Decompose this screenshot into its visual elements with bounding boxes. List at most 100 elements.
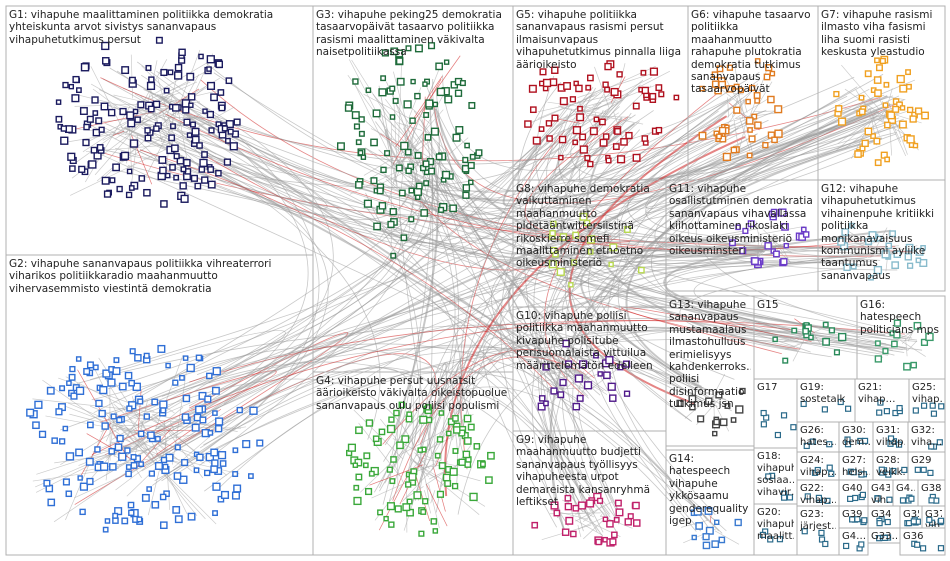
node-g1 [109, 110, 115, 116]
node-g2 [196, 406, 203, 413]
group-box-g26 [797, 422, 839, 452]
node-g4 [407, 499, 411, 503]
node-g7 [907, 85, 911, 89]
node-g39 [855, 517, 860, 522]
node-g3 [463, 192, 469, 198]
node-g5 [533, 137, 540, 144]
node-g3 [424, 181, 429, 186]
node-g1 [164, 88, 168, 92]
node-g23 [802, 529, 807, 534]
node-g3 [371, 139, 377, 145]
node-g3 [393, 99, 398, 104]
node-g6 [775, 130, 782, 137]
node-g1 [77, 88, 81, 92]
node-g2 [84, 369, 90, 375]
node-g9 [634, 520, 640, 526]
node-g9 [565, 504, 571, 510]
node-g2 [120, 383, 126, 389]
node-g5 [642, 136, 647, 141]
node-g8 [585, 220, 590, 225]
node-g11 [779, 209, 786, 216]
node-g1 [117, 187, 122, 192]
node-g37 [939, 518, 944, 523]
node-g1 [159, 157, 166, 164]
node-g2 [67, 381, 71, 385]
node-g4 [486, 477, 492, 483]
node-g1 [146, 66, 151, 71]
node-g25 [930, 403, 935, 408]
node-g2 [99, 411, 105, 417]
node-g9 [563, 529, 569, 535]
node-g14 [715, 520, 719, 524]
node-g3 [429, 43, 435, 49]
node-g40 [848, 496, 853, 501]
node-g3 [426, 100, 433, 107]
node-g2 [88, 422, 93, 427]
node-g3 [346, 105, 352, 111]
node-g7 [901, 106, 905, 110]
node-g6 [713, 81, 719, 87]
node-g7 [913, 144, 917, 148]
node-g1 [171, 124, 175, 128]
node-g2 [180, 376, 184, 380]
node-g4 [409, 474, 416, 481]
node-g4 [421, 510, 426, 515]
node-g13 [689, 396, 695, 402]
node-g4 [354, 486, 358, 490]
node-g25 [913, 408, 918, 413]
node-g7 [877, 65, 883, 71]
node-g2 [158, 346, 165, 353]
node-g7 [900, 85, 907, 92]
node-g4 [364, 463, 368, 467]
node-g9 [551, 502, 558, 509]
node-g5 [651, 68, 658, 75]
group-box-g27 [839, 452, 873, 480]
node-g5 [591, 128, 598, 135]
node-g1 [174, 175, 178, 179]
node-g24 [827, 465, 832, 470]
node-g25 [922, 403, 927, 408]
node-g4 [450, 468, 457, 475]
node-g1 [160, 167, 166, 173]
node-g3 [453, 134, 460, 141]
node-g15 [792, 328, 797, 333]
node-g4 [436, 453, 440, 457]
node-g3 [391, 48, 397, 54]
node-g1 [96, 118, 102, 124]
node-g10 [544, 401, 548, 405]
node-g1 [149, 77, 154, 82]
node-g12 [850, 224, 854, 228]
node-g11 [804, 232, 809, 237]
node-g7 [906, 70, 910, 74]
node-g2 [131, 455, 136, 460]
node-g10 [606, 357, 613, 364]
node-g15 [809, 335, 813, 339]
node-g8 [572, 260, 577, 265]
node-g42 [859, 542, 864, 547]
node-g4 [454, 427, 460, 433]
edge [371, 483, 405, 498]
node-g2 [220, 461, 225, 466]
node-g5 [614, 144, 619, 149]
node-g2 [125, 373, 131, 379]
node-g2 [152, 399, 157, 404]
node-g10 [560, 380, 566, 386]
node-g2 [129, 510, 134, 515]
node-g4 [356, 427, 362, 433]
node-g5 [621, 139, 627, 145]
node-g11 [802, 227, 806, 231]
node-g6 [764, 74, 769, 79]
node-g1 [209, 128, 214, 133]
node-g14 [705, 508, 712, 515]
node-g2 [161, 494, 166, 499]
node-g4 [463, 451, 469, 457]
node-g3 [365, 200, 372, 207]
node-g5 [617, 72, 622, 77]
node-g7 [897, 76, 904, 83]
node-g6 [699, 132, 705, 138]
node-g24 [829, 471, 834, 476]
node-g21 [877, 410, 882, 415]
node-g1 [113, 164, 119, 170]
node-g5 [573, 140, 577, 144]
